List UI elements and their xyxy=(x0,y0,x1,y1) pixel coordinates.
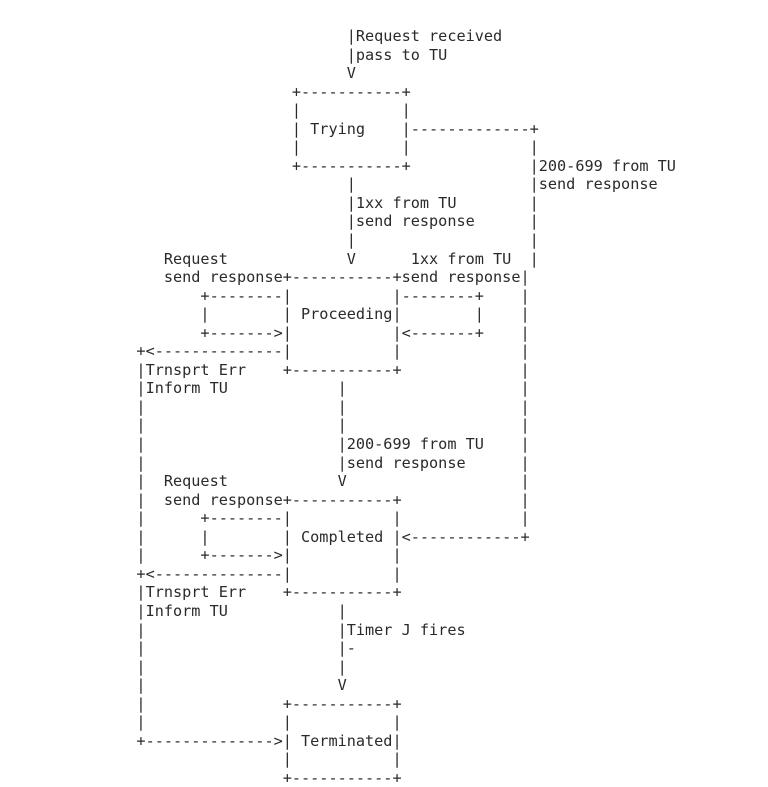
diagram-line: | +--------| | | xyxy=(109,509,530,528)
diagram-line: | | xyxy=(109,657,347,676)
diagram-line: | | xyxy=(109,231,539,250)
diagram-line: | |send response xyxy=(109,175,658,194)
diagram-line: |Trnsprt Err +-----------+ xyxy=(109,583,402,602)
diagram-line: | | | xyxy=(109,713,402,732)
diagram-line: | |send response | xyxy=(109,453,530,472)
diagram-line: +-----------+ |200-699 from TU xyxy=(109,156,676,175)
diagram-line: | | | xyxy=(109,416,530,435)
diagram-line: | +------->| | xyxy=(109,546,402,565)
diagram-line: Request V 1xx from TU | xyxy=(109,249,539,268)
ascii-state-diagram: |Request received |pass to TU V +-------… xyxy=(109,27,676,787)
diagram-line: | send response+-----------+ | xyxy=(109,490,530,509)
diagram-line: +--------| |--------+ | xyxy=(109,286,530,305)
diagram-line: |Inform TU | xyxy=(109,601,347,620)
diagram-line: |Inform TU | | xyxy=(109,379,530,398)
diagram-line: V xyxy=(109,64,356,83)
diagram-line: | Request V | xyxy=(109,472,530,491)
diagram-line: |1xx from TU | xyxy=(109,193,539,212)
diagram-line: | | | xyxy=(109,138,539,157)
diagram-line: |Request received xyxy=(109,27,503,45)
diagram-line: | |Timer J fires xyxy=(109,620,466,639)
diagram-line: | | xyxy=(109,101,411,120)
diagram-line: |send response | xyxy=(109,212,539,231)
diagram-line: +-------------->| Terminated| xyxy=(109,731,402,750)
diagram-line: | | xyxy=(109,750,402,769)
diagram-line: +-----------+ xyxy=(109,768,402,787)
diagram-line: +<--------------| | xyxy=(109,564,402,583)
diagram-line: | | | Completed |<------------+ xyxy=(109,527,530,546)
diagram-line: +-----------+ xyxy=(109,82,411,101)
diagram-line: | |- xyxy=(109,639,356,658)
diagram-line: +<--------------| | | xyxy=(109,342,530,361)
diagram-line: | V xyxy=(109,676,347,695)
diagram-line: | |200-699 from TU | xyxy=(109,435,530,454)
diagram-line: |pass to TU xyxy=(109,45,448,64)
diagram-line: | Trying |-------------+ xyxy=(109,119,539,138)
diagram-line: | +-----------+ xyxy=(109,694,402,713)
diagram-line: send response+-----------+send response| xyxy=(109,268,530,287)
diagram-line: | | | xyxy=(109,397,530,416)
diagram-line: +------->| |<-------+ | xyxy=(109,323,530,342)
diagram-line: | | Proceeding| | | xyxy=(109,305,530,324)
diagram-line: |Trnsprt Err +-----------+ | xyxy=(109,360,530,379)
